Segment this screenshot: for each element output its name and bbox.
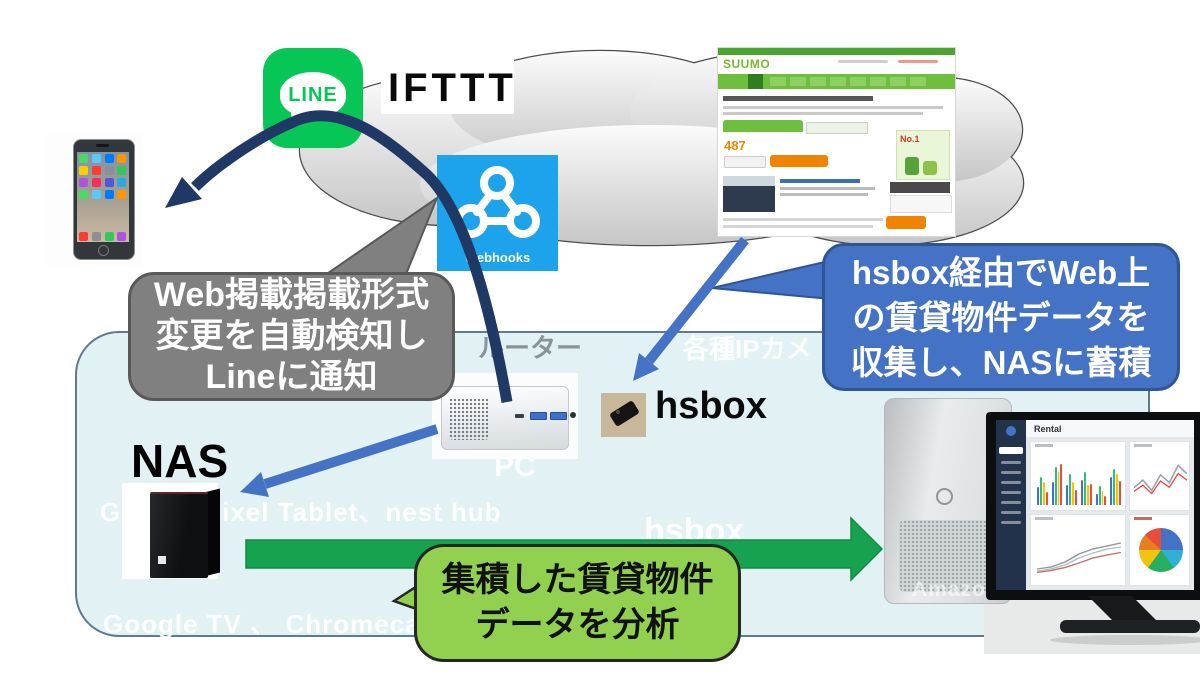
- ip-camera-label: 各種IPカメ: [683, 334, 812, 364]
- nas-device-side: [206, 488, 220, 576]
- analyze-speech-bubble: 集積した賃貸物件 データを分析: [414, 544, 741, 662]
- dashboard-screen: Rental: [996, 420, 1194, 590]
- dashboard-panels: [1026, 437, 1194, 590]
- phone-app-grid: [79, 154, 127, 199]
- panel-title-bar: [1035, 444, 1053, 447]
- suumo-property-link: [780, 179, 860, 183]
- phone-dock: [79, 232, 127, 241]
- dashboard-header: Rental: [1026, 420, 1194, 438]
- nas-device: [150, 492, 208, 578]
- nas-power-button: [158, 556, 166, 564]
- panel-title-bar: [1035, 517, 1053, 520]
- pie-chart-panel: [1129, 514, 1190, 586]
- trend-chart-panel: [1030, 514, 1126, 586]
- phone-speaker: [96, 144, 109, 147]
- suumo-mascot: [905, 157, 919, 175]
- nas-label: NAS: [131, 435, 229, 487]
- bar-chart: [1037, 454, 1122, 505]
- ifttt-logo-patch: [381, 60, 514, 114]
- webhooks-app-icon: Webhooks: [437, 155, 558, 271]
- audio-jack: [570, 412, 576, 418]
- suumo-text-line: [723, 112, 923, 115]
- tower-front-mesh: [899, 520, 993, 592]
- suumo-listing-row: [723, 225, 873, 228]
- bubble-text-line: 収集し、NASに蓄積: [850, 343, 1152, 381]
- suumo-webpage-screenshot: SUUMO 487 No.1: [718, 48, 955, 236]
- suumo-sidebar-box: [890, 195, 952, 213]
- suumo-property-detail: [780, 187, 875, 190]
- router-label: ルーター: [478, 333, 583, 363]
- suumo-filter-button: [724, 156, 766, 168]
- bubble-text-line: データを分析: [475, 606, 680, 644]
- line-chart: [1134, 464, 1187, 495]
- bubble-text-line: Lineに通知: [205, 358, 378, 396]
- phone-home-button: [98, 245, 109, 256]
- webhooks-logo-text: Webhooks: [464, 250, 531, 265]
- suumo-logo-text: SUUMO: [723, 57, 771, 71]
- suumo-text-line: [723, 106, 943, 109]
- bubble-text-line: 変更を自動検知し: [155, 317, 428, 355]
- suumo-header-links: [838, 60, 888, 63]
- panel-title-bar: [1134, 517, 1152, 520]
- suumo-sidebar-header: [890, 182, 950, 193]
- suumo-top-bar: [718, 48, 955, 55]
- ifttt-logo-text: IFTTT: [388, 66, 517, 110]
- suumo-nav-active-tab: [748, 74, 763, 89]
- line-app-icon: LINE: [263, 48, 363, 148]
- suumo-white-tab: [806, 122, 868, 134]
- dashboard-menu: [996, 442, 1026, 531]
- bubble-text-line: の賃貸物件データを: [852, 298, 1150, 336]
- suumo-page-title: [723, 96, 873, 101]
- suumo-property-photo: [723, 176, 775, 212]
- suumo-header-login: [898, 60, 938, 63]
- webhook-icon: [454, 166, 540, 238]
- suumo-listing-row: [723, 218, 883, 221]
- suumo-orange-button: [770, 155, 828, 167]
- tv-stand: [1050, 596, 1200, 645]
- trend-chart: [1037, 542, 1121, 574]
- tower-logo-badge: [936, 488, 953, 505]
- pie-chart: [1139, 528, 1183, 572]
- panel-title-bar: [1134, 444, 1152, 447]
- photo-watermark-text: Amazo: [912, 578, 986, 601]
- suumo-inquiry-button: [886, 216, 926, 229]
- arrow-notify-to-phone-head: [165, 177, 202, 208]
- suumo-nav-bar: [718, 74, 955, 89]
- bubble-text-line: 集積した賃貸物件: [441, 561, 714, 599]
- suumo-green-tab: [723, 120, 803, 132]
- usb-port: [530, 412, 547, 420]
- phone-screen: [77, 152, 129, 242]
- notify-speech-bubble: Web掲載掲載形式 変更を自動検知し Lineに通知: [128, 272, 455, 401]
- suumo-no1-text: No.1: [900, 134, 920, 144]
- router-vent-grille: [449, 398, 489, 440]
- googletv-chromecast-label: Google TV 、 Chromecast: [103, 609, 446, 639]
- bubble-text-line: hsbox経由でWeb上: [851, 253, 1151, 291]
- dashboard-sidebar: [996, 420, 1026, 590]
- usb-port: [550, 412, 567, 420]
- router-port: [515, 414, 524, 418]
- suumo-no1-badge: No.1: [896, 130, 950, 180]
- suumo-result-count: 487: [724, 138, 746, 153]
- suumo-property-detail: [780, 193, 868, 196]
- hsbox-device-label: hsbox: [655, 385, 767, 427]
- suumo-mascot: [923, 161, 937, 175]
- bubble-text-line: Web掲載掲載形式: [153, 276, 430, 314]
- dashboard-title: Rental: [1034, 424, 1062, 434]
- collect-speech-bubble: hsbox経由でWeb上 の賃貸物件データを 収集し、NASに蓄積: [822, 243, 1180, 391]
- dashboard-avatar: [1006, 426, 1016, 436]
- line-chart-panel: [1129, 441, 1190, 511]
- line-logo-text: LINE: [288, 83, 338, 106]
- line-speech-bubble-icon: LINE: [280, 72, 346, 118]
- bar-chart-panel: [1030, 441, 1126, 511]
